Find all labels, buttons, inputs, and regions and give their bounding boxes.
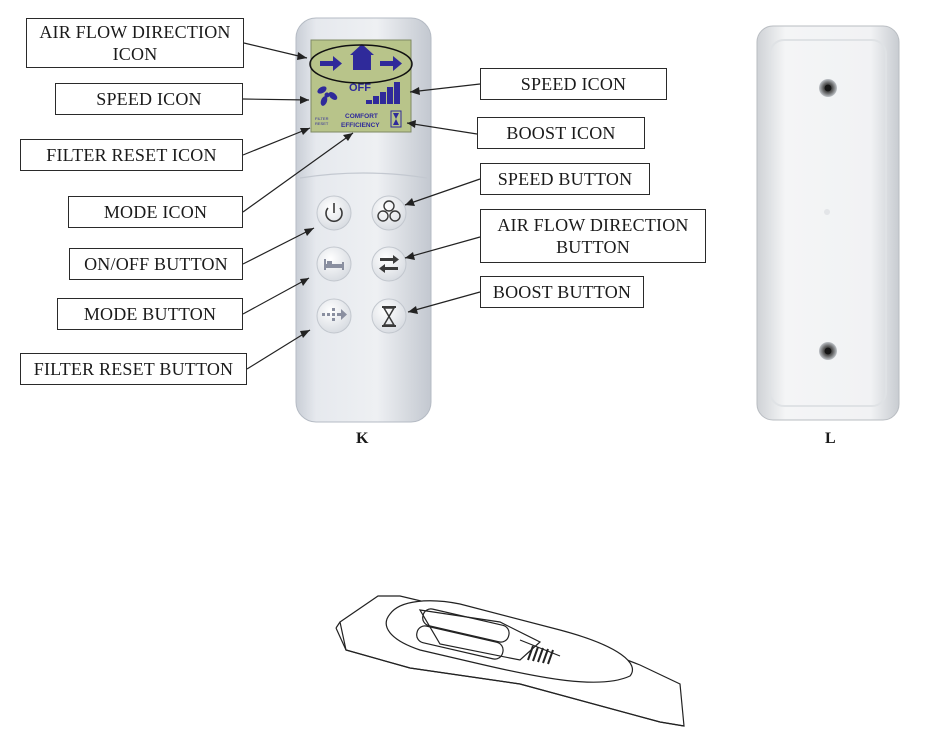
callout-line: MODE BUTTON bbox=[83, 304, 217, 324]
callout-boost-button: BOOST BUTTON bbox=[480, 276, 644, 308]
lcd-filter-text: FILTER bbox=[315, 116, 329, 121]
callout-line: BUTTON bbox=[556, 237, 630, 257]
callout-line: ICON bbox=[112, 44, 158, 64]
air-flow-direction-lcd-icon bbox=[320, 44, 402, 71]
callout-line: FILTER RESET ICON bbox=[46, 145, 217, 165]
battery-compartment-drawing bbox=[335, 595, 685, 727]
figure-label-l: L bbox=[825, 430, 836, 447]
mode-button[interactable] bbox=[316, 246, 352, 282]
callout-line: FILTER RESET BUTTON bbox=[33, 359, 234, 379]
lcd-screen: OFF FILTER RESET COMFORT EFFICIENCY bbox=[310, 39, 412, 133]
callout-on-off-button: ON/OFF BUTTON bbox=[69, 248, 243, 280]
fan-icon bbox=[377, 200, 401, 222]
air-flow-direction-button[interactable] bbox=[371, 246, 407, 282]
figure-label-k: K bbox=[356, 430, 369, 447]
speed-fan-lcd-icon bbox=[317, 86, 338, 106]
power-icon bbox=[325, 207, 343, 223]
speed-button[interactable] bbox=[371, 195, 407, 231]
lcd-off-text: OFF bbox=[349, 82, 371, 94]
wall-holder-l bbox=[756, 25, 900, 421]
air-flow-highlight-ellipse bbox=[309, 44, 413, 84]
bed-icon bbox=[324, 259, 344, 270]
callout-boost-icon: BOOST ICON bbox=[477, 117, 645, 149]
boost-button[interactable] bbox=[371, 298, 407, 334]
on-off-button[interactable] bbox=[316, 195, 352, 231]
callout-line: AIR FLOW DIRECTION bbox=[497, 215, 689, 235]
callout-line: MODE ICON bbox=[103, 202, 208, 222]
callout-speed-icon-right: SPEED ICON bbox=[480, 68, 667, 100]
boost-lcd-icon bbox=[390, 110, 402, 128]
callout-speed-button: SPEED BUTTON bbox=[480, 163, 650, 195]
callout-filter-reset-icon: FILTER RESET ICON bbox=[20, 139, 243, 171]
leader-lines bbox=[242, 42, 481, 370]
callout-mode-button: MODE BUTTON bbox=[57, 298, 243, 330]
callout-air-flow-direction-button: AIR FLOW DIRECTION BUTTON bbox=[480, 209, 706, 263]
hourglass-icon bbox=[382, 306, 396, 327]
exchange-arrows-icon bbox=[379, 255, 399, 273]
lcd-efficiency-text: EFFICIENCY bbox=[341, 122, 380, 129]
callout-filter-reset-button: FILTER RESET BUTTON bbox=[20, 353, 247, 385]
callout-air-flow-direction-icon: AIR FLOW DIRECTION ICON bbox=[26, 18, 244, 68]
callout-line: SPEED BUTTON bbox=[497, 169, 633, 189]
filter-reset-button[interactable] bbox=[316, 298, 352, 334]
lcd-comfort-text: COMFORT bbox=[345, 113, 378, 120]
leader-arrowheads bbox=[297, 52, 420, 338]
filter-arrow-icon bbox=[322, 308, 347, 321]
callout-speed-icon-left: SPEED ICON bbox=[55, 83, 243, 115]
callout-line: BOOST BUTTON bbox=[492, 282, 632, 302]
callout-line: SPEED ICON bbox=[520, 74, 627, 94]
callout-line: BOOST ICON bbox=[506, 123, 616, 143]
lcd-reset-text: RESET bbox=[315, 121, 329, 126]
remote-control-k: OFF FILTER RESET COMFORT EFFICIENCY bbox=[295, 17, 432, 423]
speed-bars-lcd-icon bbox=[366, 82, 400, 104]
callout-mode-icon: MODE ICON bbox=[68, 196, 243, 228]
callout-line: SPEED ICON bbox=[96, 89, 202, 109]
callout-line: ON/OFF BUTTON bbox=[84, 254, 228, 274]
callout-line: AIR FLOW DIRECTION bbox=[39, 22, 231, 42]
